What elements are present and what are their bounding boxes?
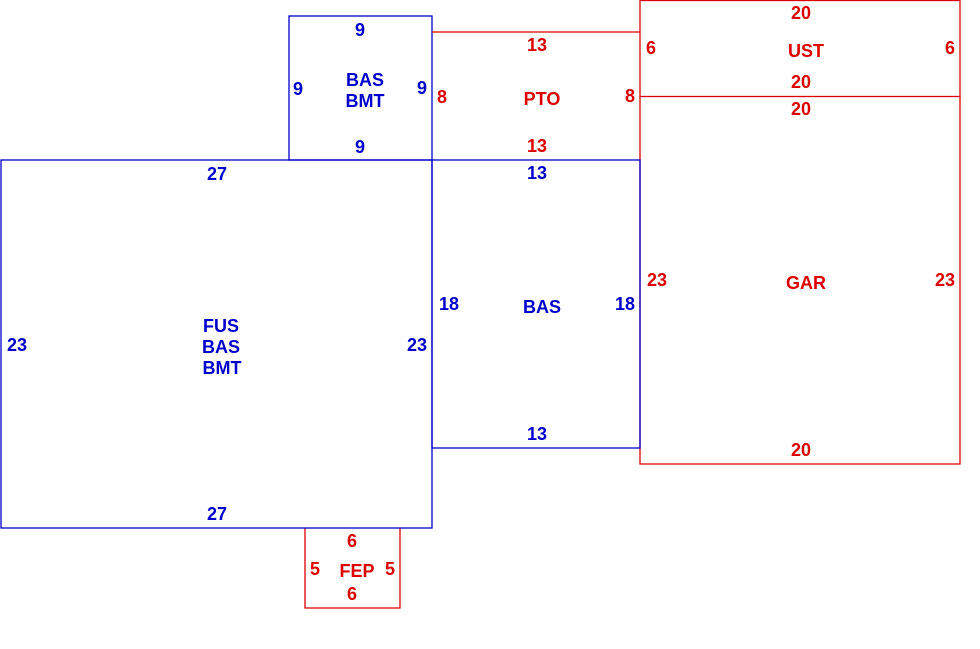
area-label: BAS <box>202 337 240 357</box>
area-label: PTO <box>524 89 561 109</box>
dim-bottom: 9 <box>355 137 365 157</box>
area-bas-bmt-small: 9 9 9 9 BAS BMT <box>288 15 433 161</box>
dim-top: 6 <box>347 531 357 551</box>
dim-top: 13 <box>527 35 547 55</box>
area-label: FEP <box>339 561 374 581</box>
dim-right: 5 <box>385 559 395 579</box>
area-label: BMT <box>203 358 242 378</box>
dim-top: 20 <box>791 99 811 119</box>
dim-top: 13 <box>527 163 547 183</box>
area-outline <box>304 528 401 609</box>
area-label: UST <box>788 41 824 61</box>
area-ust: 20 20 6 6 UST <box>639 0 961 98</box>
dim-left: 18 <box>439 294 459 314</box>
dim-top: 20 <box>791 3 811 23</box>
area-bas: 13 13 18 18 BAS <box>431 159 641 449</box>
dim-left: 23 <box>7 335 27 355</box>
area-label: GAR <box>786 273 826 293</box>
area-pto: 13 13 8 8 PTO <box>432 31 640 156</box>
area-label: BMT <box>346 91 385 111</box>
dim-bottom: 6 <box>347 584 357 604</box>
area-gar: 20 20 23 23 GAR <box>639 96 961 465</box>
area-label: BAS <box>523 297 561 317</box>
dim-top: 9 <box>355 20 365 40</box>
dim-bottom: 20 <box>791 440 811 460</box>
area-fus-bas-bmt: 27 27 23 23 FUS BAS BMT <box>0 159 433 529</box>
dim-left: 8 <box>437 87 447 107</box>
dim-left: 23 <box>647 270 667 290</box>
dim-right: 18 <box>615 294 635 314</box>
dim-left: 6 <box>646 38 656 58</box>
dim-top: 27 <box>207 164 227 184</box>
dim-right: 6 <box>945 38 955 58</box>
dim-bottom: 13 <box>527 136 547 156</box>
dim-bottom: 13 <box>527 424 547 444</box>
area-fep: 6 6 5 5 FEP <box>304 528 401 609</box>
area-label: FUS <box>203 316 239 336</box>
dim-left: 5 <box>310 559 320 579</box>
dim-right: 23 <box>407 335 427 355</box>
area-outline <box>639 0 961 98</box>
dim-bottom: 27 <box>207 504 227 524</box>
area-label: BAS <box>346 70 384 90</box>
dim-left: 9 <box>293 79 303 99</box>
dim-right: 8 <box>625 86 635 106</box>
dim-right: 9 <box>417 78 427 98</box>
dim-right: 23 <box>935 270 955 290</box>
area-outline <box>431 159 641 449</box>
dim-bottom: 20 <box>791 72 811 92</box>
